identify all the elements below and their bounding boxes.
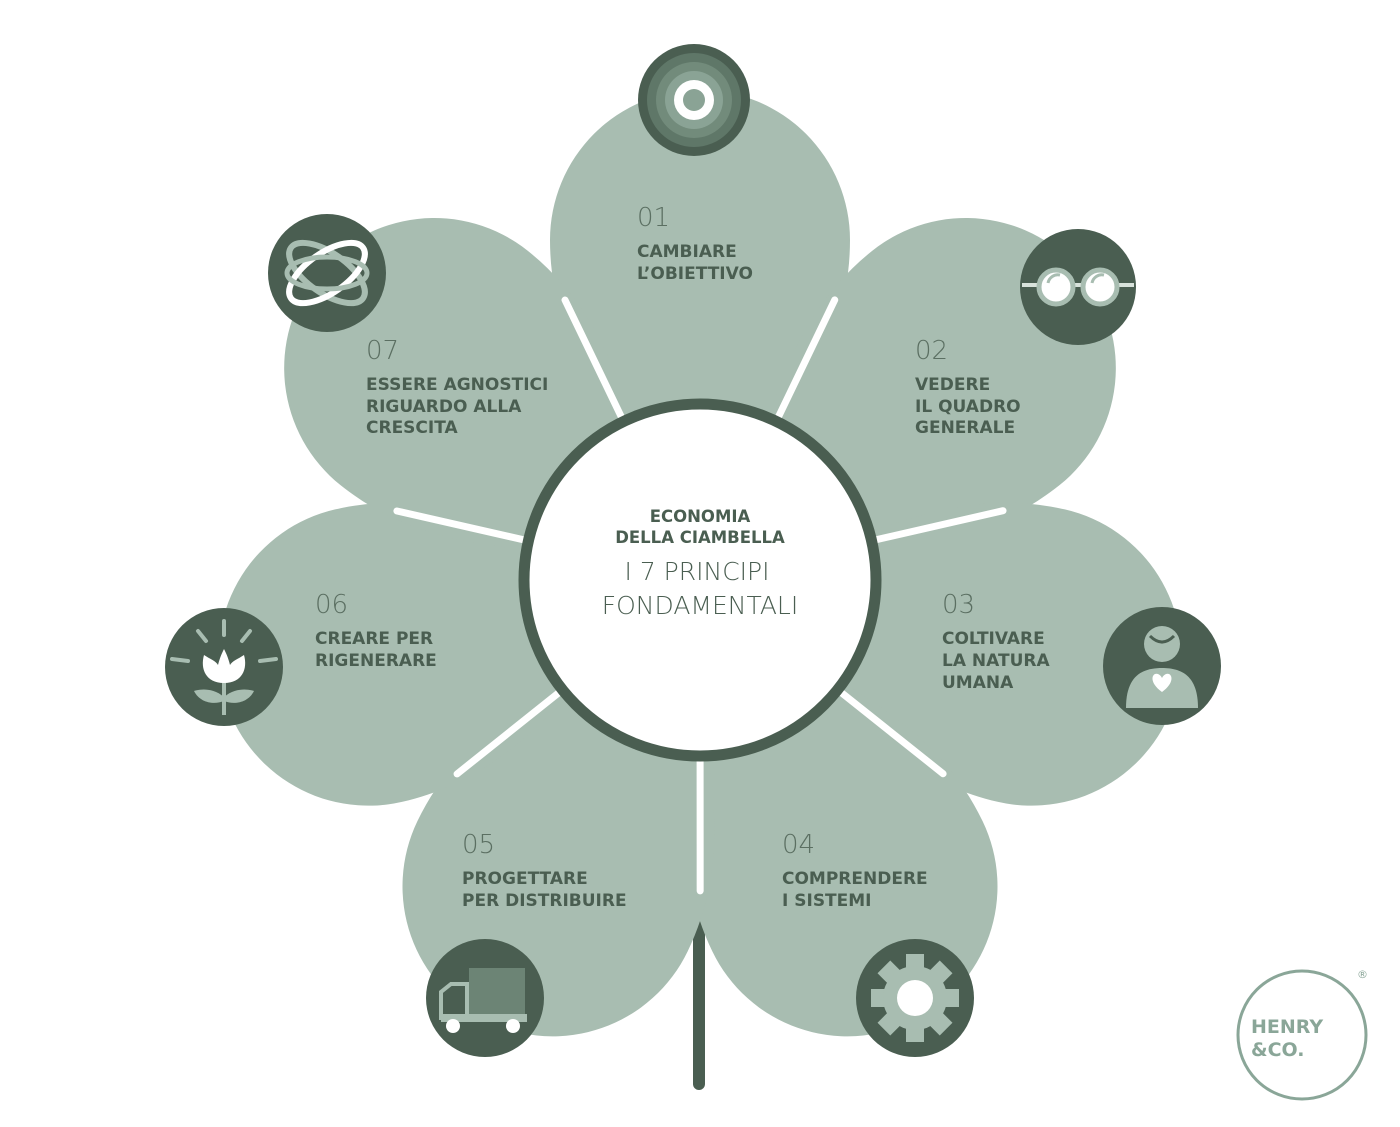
principle-title-line: GENERALE (915, 418, 1015, 438)
center-subtitle-line1: ECONOMIA (650, 507, 751, 526)
center-title-line1: I 7 PRINCIPI (625, 557, 770, 586)
principle-title-line: COMPRENDERE (782, 869, 928, 889)
principle-title-line: IL QUADRO (915, 397, 1021, 417)
principle-title-line: ESSERE AGNOSTICI (366, 375, 548, 395)
center-subtitle-line2: DELLA CIAMBELLA (615, 528, 785, 547)
orbits-icon (268, 214, 386, 332)
principle-title-line: RIGENERARE (315, 651, 437, 671)
logo-registered-mark: ® (1357, 968, 1368, 981)
principle-number: 01 (637, 203, 670, 233)
center-disc (524, 404, 876, 756)
principle-title-line: VEDERE (915, 375, 990, 395)
principle-title-line: CREARE PER (315, 629, 433, 649)
principle-title-line: PER DISTRIBUIRE (462, 891, 627, 911)
truck-icon (426, 939, 544, 1057)
principle-number: 05 (462, 830, 495, 860)
center-title-line2: FONDAMENTALI (602, 591, 798, 620)
principle-title-line: CAMBIARE (637, 242, 737, 262)
henry-co-logo: HENRY &CO. ® (1236, 968, 1368, 1101)
center-ring (518, 398, 882, 762)
concentric-target-icon (638, 44, 750, 156)
principle-title-line: RIGUARDO ALLA (366, 397, 522, 417)
logo-line1: HENRY (1251, 1016, 1323, 1038)
principle-title-line: PROGETTARE (462, 869, 588, 889)
principle-title-line: I SISTEMI (782, 891, 872, 911)
principle-title-line: UMANA (942, 673, 1014, 693)
gear-icon (856, 939, 974, 1057)
principle-title-line: L’OBIETTIVO (637, 264, 753, 284)
principle-title-line: LA NATURA (942, 651, 1050, 671)
principle-title-line: COLTIVARE (942, 629, 1045, 649)
principle-number: 04 (782, 830, 815, 860)
logo-line2: &CO. (1251, 1039, 1304, 1061)
principle-number: 03 (942, 590, 975, 620)
person-heart-icon (1103, 607, 1221, 725)
glasses-icon (1020, 229, 1136, 345)
principle-number: 06 (315, 590, 348, 620)
principle-number: 02 (915, 336, 948, 366)
principle-number: 07 (366, 336, 399, 366)
principle-title-line: CRESCITA (366, 418, 459, 438)
sprouting-flower-icon (165, 608, 283, 726)
